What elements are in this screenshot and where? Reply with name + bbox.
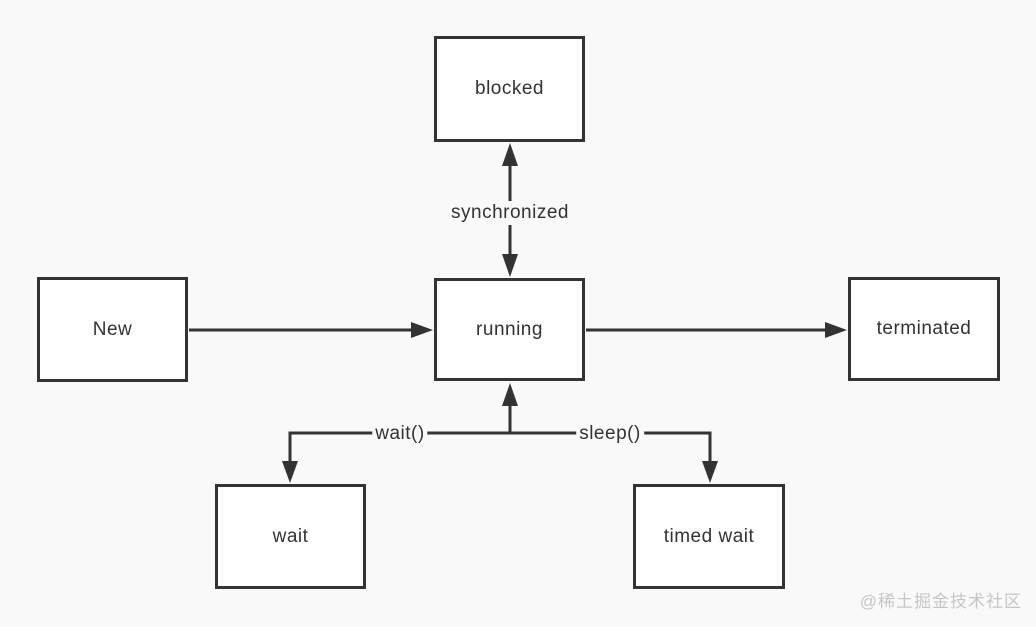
edge-running-wait-timedwait <box>282 383 718 483</box>
node-running-label: running <box>476 318 543 340</box>
node-wait: wait <box>215 484 366 589</box>
edge-running-terminated <box>586 322 847 338</box>
node-blocked-label: blocked <box>475 78 544 99</box>
node-terminated-label: terminated <box>876 318 972 339</box>
node-timed-wait-label: timed wait <box>663 525 755 547</box>
node-new-label: New <box>92 318 133 340</box>
edge-label-wait-call: wait() <box>372 422 428 446</box>
node-timed-wait: timed wait <box>633 484 785 589</box>
node-new: New <box>37 277 188 382</box>
edge-label-synchronized: synchronized <box>448 201 572 225</box>
edge-new-running <box>189 322 433 338</box>
node-blocked: blocked <box>434 36 585 142</box>
node-wait-label: wait <box>272 525 309 547</box>
node-terminated: terminated <box>848 277 1000 381</box>
watermark: @稀土掘金技术社区 <box>859 592 1022 611</box>
node-running: running <box>434 278 585 381</box>
edge-label-sleep-call: sleep() <box>576 422 644 446</box>
